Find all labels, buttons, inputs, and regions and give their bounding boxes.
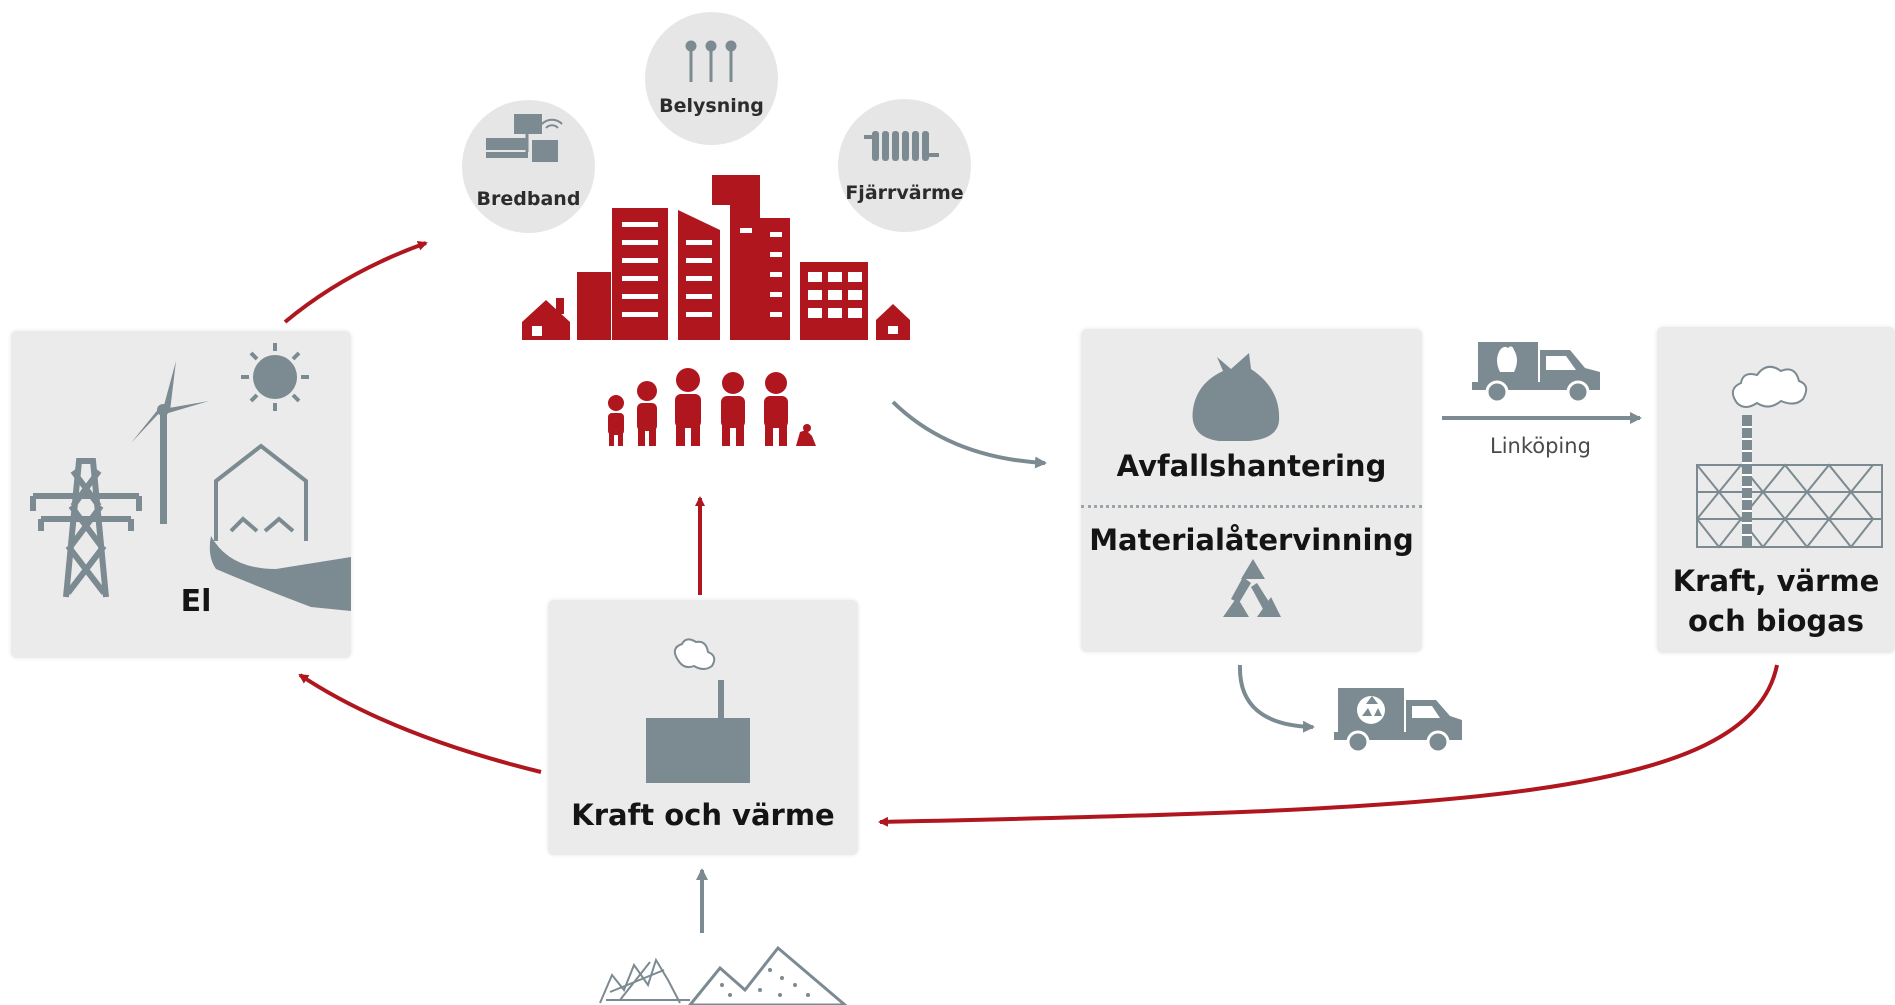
arrow-city-to-waste (891, 400, 1047, 469)
node-avfall-divider (1081, 505, 1422, 508)
node-kraft-och-varme-label: Kraft och värme (571, 798, 835, 832)
radiator-icon (864, 131, 939, 161)
recycle-icon (1223, 559, 1281, 617)
node-kraft-varme-biogas: Kraft, värme och biogas (1657, 327, 1895, 653)
service-bredband: Bredband (462, 100, 595, 233)
node-material-label: Materialåtervinning (1089, 523, 1414, 557)
arrow-kraft-to-el (298, 673, 542, 774)
arrow-el-to-city (283, 240, 428, 324)
node-el-label: El (180, 584, 212, 619)
wind-turbine-icon (131, 361, 209, 524)
broadband-icon (486, 114, 563, 162)
sun-icon (241, 343, 309, 411)
service-belysning-label: Belysning (659, 95, 764, 117)
node-el: El (11, 331, 351, 658)
arrow-biogas-to-kraft (878, 664, 1779, 827)
node-avfall-label: Avfallshantering (1116, 449, 1387, 483)
el-illustrations (30, 343, 351, 611)
node-kraft-och-varme: Kraft och värme (548, 600, 858, 855)
garbage-bag-icon (1192, 353, 1280, 441)
node-kraft-varme-biogas-label-1: Kraft, värme (1672, 564, 1880, 598)
factory-icon (646, 638, 750, 783)
house-in-hand-icon (209, 443, 351, 611)
service-bredband-label: Bredband (476, 188, 581, 210)
arrow-waste-to-recycle-truck (1237, 664, 1315, 733)
service-fjarrvarme-label: Fjärrvärme (845, 182, 964, 204)
service-fjarrvarme: Fjärrvärme (838, 99, 971, 232)
service-belysning: Belysning (645, 12, 778, 145)
incineration-plant-icon (1696, 365, 1883, 549)
power-pylon-icon (30, 458, 142, 598)
streetlight-icon (685, 40, 737, 82)
route-label-linkoping: Linköping (1490, 434, 1591, 458)
node-kraft-varme-biogas-label-2: och biogas (1687, 604, 1865, 638)
node-avfall: Avfallshantering Materialåtervinning (1081, 329, 1422, 652)
